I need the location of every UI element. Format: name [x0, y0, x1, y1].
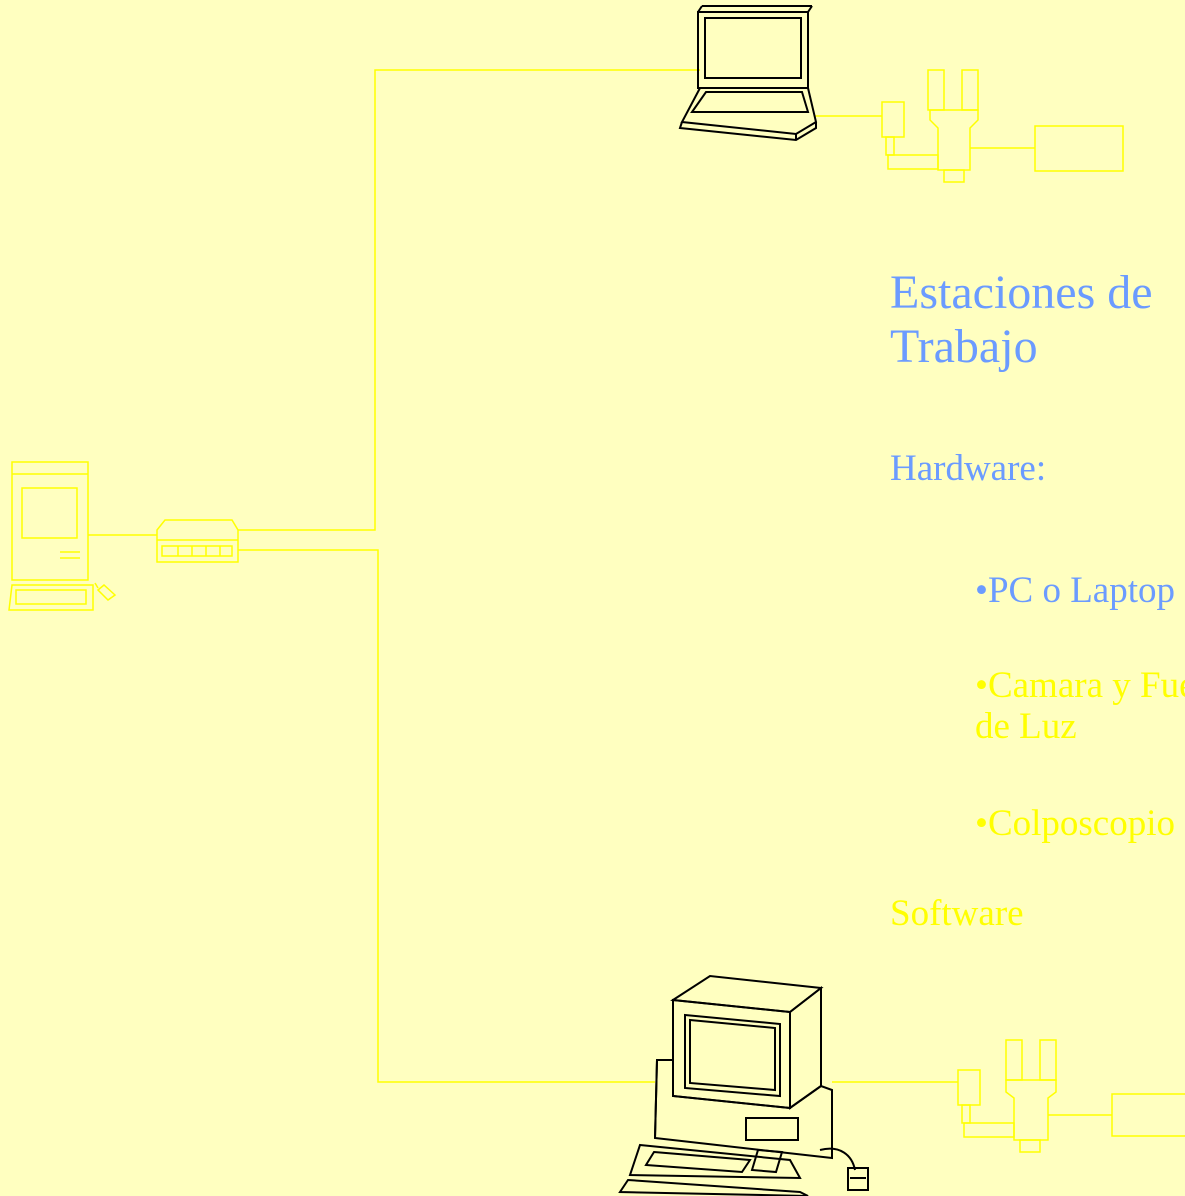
colposcope-icon — [1034, 125, 1124, 172]
hardware-item-colposcope: •Colposcopio — [975, 803, 1176, 844]
hardware-label: Hardware: — [890, 448, 1047, 489]
hardware-item-pc: •PC o Laptop — [975, 570, 1176, 611]
section-title-line1: Estaciones de — [890, 266, 1153, 319]
software-label: Software — [890, 893, 1024, 934]
link-hub-to-laptop — [238, 69, 700, 531]
laptop-icon — [678, 5, 818, 142]
camera-light-source-icon — [881, 69, 1035, 183]
mouse-icon — [94, 582, 117, 601]
hardware-item-camera-cont: de Luz — [975, 706, 1077, 747]
section-title-line2: Trabajo — [890, 320, 1038, 373]
hardware-item-camera: •Camara y Fuente — [975, 665, 1185, 706]
camera-light-source-icon-2 — [957, 1039, 1112, 1153]
network-cabling — [88, 69, 958, 1083]
server-computer-icon — [8, 461, 117, 611]
network-hub-icon — [156, 519, 239, 563]
desktop-computer-icon — [618, 974, 869, 1196]
link-hub-to-desktop — [238, 549, 655, 1083]
colposcope-icon-2 — [1111, 1093, 1185, 1137]
